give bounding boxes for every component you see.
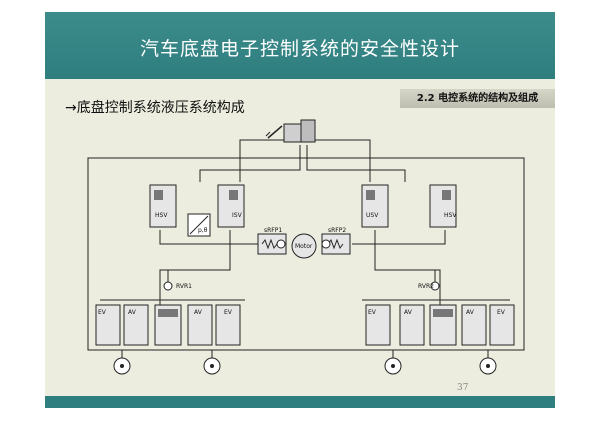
isv-left-valve: ISV: [217, 184, 245, 228]
section-tag: 2.2 电控系统的结构及组成: [400, 89, 555, 108]
slide-title: 汽车底盘电子控制系统的安全性设计: [139, 38, 460, 60]
av-valve-1: AV: [123, 304, 149, 346]
hsv-left-line: [159, 230, 258, 245]
usv-right-valve: USV: [361, 184, 389, 228]
hsv-left-valve: HSV: [149, 184, 177, 228]
motor: Motor: [291, 233, 317, 259]
wheel-icon-front-right: [384, 357, 402, 375]
label-ev-2: EV: [224, 309, 233, 316]
hsv-right-valve: HSV: [429, 184, 457, 228]
ev-valve-3: EV: [365, 304, 391, 346]
brake-pedal-icon: [264, 125, 283, 141]
label-ev-1: EV: [98, 309, 107, 316]
page-number: 37: [457, 383, 469, 393]
label-av-3: AV: [404, 309, 413, 316]
bottom-bar: [45, 396, 555, 408]
srfp2-pump: sRFP2: [321, 227, 351, 255]
system-frame: [87, 157, 525, 351]
section-subtitle: →底盘控制系统液压系统构成: [65, 100, 245, 116]
ev-valve-2: EV: [215, 304, 241, 346]
master-line-usv: [312, 139, 371, 182]
master-line-isv: [239, 139, 295, 182]
right-supply-line: [374, 230, 441, 305]
label-rvr2: RVR2: [418, 283, 434, 290]
ev-valve-1: EV: [95, 304, 121, 346]
rvr1-valve: RVR1: [163, 281, 192, 291]
rvr2-valve: RVR2: [418, 281, 440, 291]
label-av-2: AV: [194, 309, 203, 316]
av-valve-3: AV: [399, 304, 425, 346]
master-cylinder-icon: [283, 119, 316, 143]
av-valve-2: AV: [187, 304, 213, 346]
title-bar: 汽车底盘电子控制系统的安全性设计: [45, 12, 555, 79]
hsv-right-line: [352, 230, 446, 245]
label-usv-right: USV: [366, 212, 379, 219]
label-hsv-right: HSV: [444, 212, 457, 219]
ev-valve-4: EV: [489, 304, 515, 346]
wheel-icon-rear-left: [203, 357, 221, 375]
pressure-sensor: p,θ: [187, 213, 211, 237]
wheel-icon-rear-right: [479, 357, 497, 375]
label-sensor: p,θ: [198, 227, 208, 234]
av-valve-4: AV: [461, 304, 487, 346]
label-motor: Motor: [295, 243, 313, 250]
label-rvr1: RVR1: [176, 283, 192, 290]
label-srfp1: sRFP1: [264, 227, 282, 234]
label-av-4: AV: [466, 309, 475, 316]
label-ev-3: EV: [368, 309, 377, 316]
label-srfp2: sRFP2: [328, 227, 346, 234]
label-hsv-left: HSV: [155, 212, 168, 219]
label-av-1: AV: [128, 309, 137, 316]
master-line-right: [306, 145, 406, 182]
label-ev-4: EV: [497, 309, 506, 316]
accumulator-right: [429, 304, 457, 346]
master-line-left: [199, 145, 301, 182]
wheel-icon-front-left: [113, 357, 131, 375]
label-isv-left: ISV: [232, 212, 243, 219]
accumulator-left: [154, 304, 182, 346]
left-supply-line: [159, 230, 231, 305]
srfp1-pump: sRFP1: [257, 227, 287, 255]
